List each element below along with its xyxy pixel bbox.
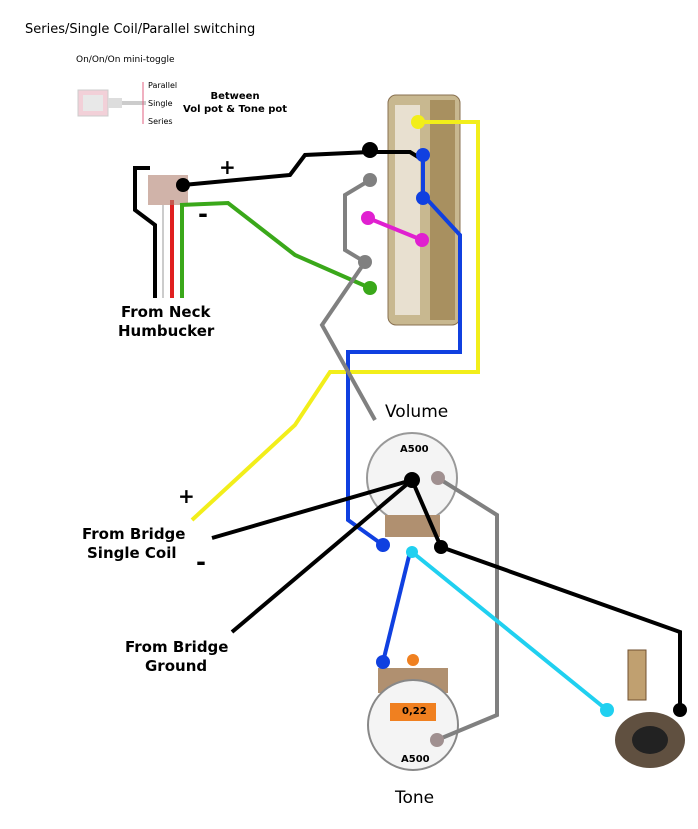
- toggle-position-series: Series: [148, 117, 173, 126]
- blue-wire-tone: [381, 551, 412, 663]
- bridge-ground-label-line1: From Bridge: [125, 638, 229, 656]
- grey-wire-tone: [436, 476, 499, 742]
- bridge-ground-label-line2: Ground: [145, 657, 208, 675]
- tone-pot-value: A500: [401, 754, 430, 765]
- bridge-minus: -: [196, 548, 206, 576]
- green-wire: [179, 200, 371, 290]
- toggle-label: On/On/On mini-toggle: [76, 55, 175, 65]
- black-wire-neck: [182, 150, 371, 187]
- toggle-position-parallel: Parallel: [148, 81, 178, 90]
- neck-label-line2: Humbucker: [118, 322, 215, 340]
- yellow-wire: [190, 120, 480, 522]
- diagram-title: Series/Single Coil/Parallel switching: [25, 22, 256, 37]
- output-jack-image: [615, 649, 685, 768]
- tone-capacitor: [390, 703, 436, 721]
- mini-toggle-image: [77, 82, 146, 124]
- black-wire-bridge-ground: [230, 478, 414, 634]
- toggle-position-single: Single: [148, 99, 173, 108]
- cyan-wire: [410, 550, 609, 712]
- magenta-wire: [367, 216, 423, 242]
- tone-pot: [367, 679, 459, 771]
- bridge-single-label-line2: Single Coil: [87, 544, 177, 562]
- toggle-location: Between Vol pot & Tone pot: [183, 91, 288, 115]
- black-wire-bridge-single: [211, 478, 413, 540]
- volume-pot-value: A500: [400, 444, 429, 455]
- solder-points: [176, 115, 687, 747]
- black-wire-jack: [410, 479, 682, 710]
- tone-label: Tone: [395, 788, 435, 808]
- neck-label-line1: From Neck: [121, 303, 211, 321]
- grey-wire-volume: [319, 260, 377, 421]
- volume-label: Volume: [385, 402, 449, 422]
- grey-wire-switch: [343, 178, 372, 264]
- push-pull-switch-image: [387, 94, 461, 326]
- tone-cap-value: 0,22: [402, 706, 427, 717]
- bridge-single-label-line1: From Bridge: [82, 525, 186, 543]
- neck-minus: -: [198, 200, 208, 228]
- neck-plus: +: [219, 155, 236, 179]
- bridge-plus: +: [178, 484, 195, 508]
